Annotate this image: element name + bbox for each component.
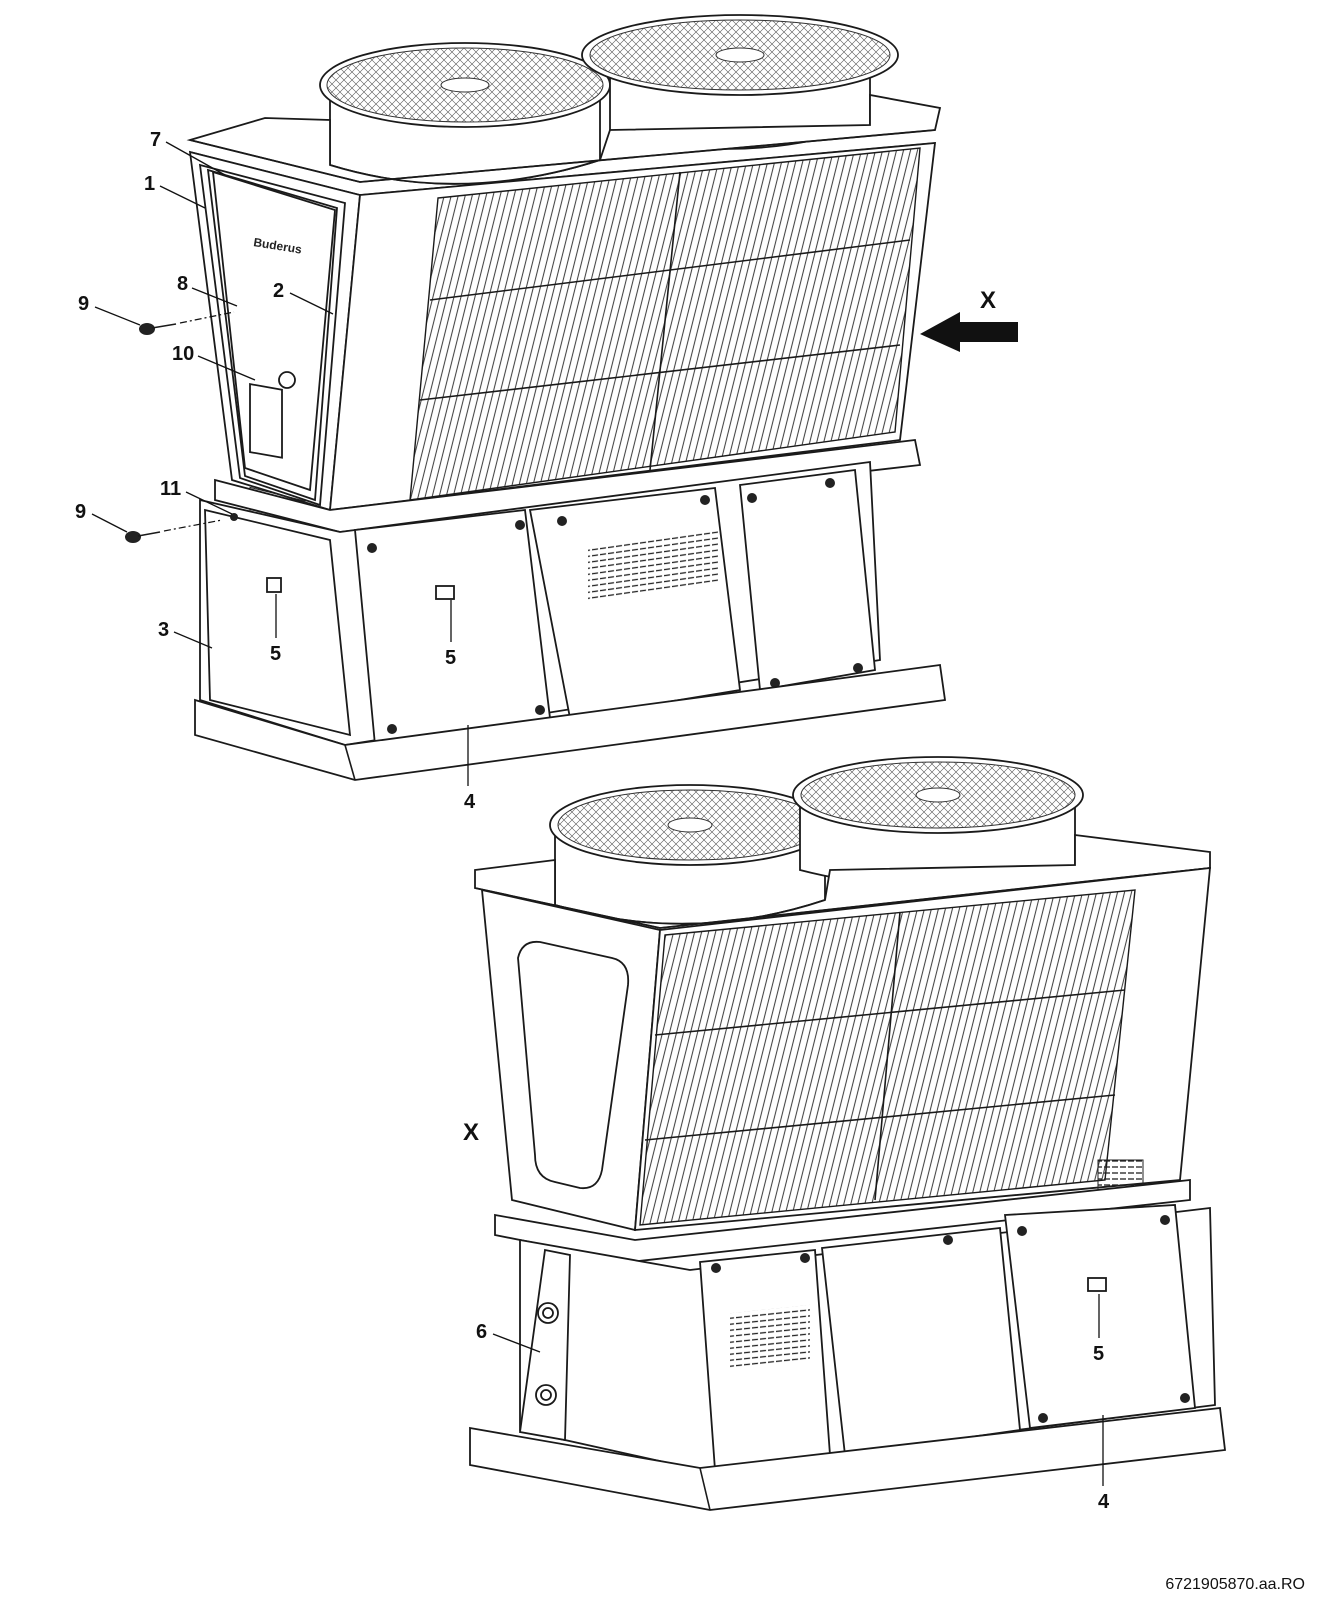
callout-x: X (980, 287, 996, 314)
bottom-unit (469, 756, 1227, 1511)
screw-icon (139, 311, 235, 335)
main-switch (249, 383, 283, 459)
callout-3: 3 (158, 619, 169, 641)
handle-icon (435, 585, 455, 600)
inspection-window (517, 940, 630, 1190)
callouts-top: 7 1 8 2 9 10 11 9 3 5 5 4 X (75, 129, 996, 813)
callout-2: 2 (273, 280, 284, 302)
bottom-fan-left (549, 784, 831, 925)
screw-icon (125, 519, 223, 543)
callout-5: 5 (1093, 1343, 1104, 1365)
top-fan-left (319, 42, 611, 185)
front-panel-4 (1003, 1204, 1196, 1430)
callout-8: 8 (177, 273, 188, 295)
callout-1: 1 (144, 173, 155, 195)
figure-code: 6721905870.aa.RO (1165, 1576, 1305, 1593)
callout-5: 5 (270, 643, 281, 665)
handle-icon (1087, 1277, 1107, 1292)
callouts-bottom: X 6 5 4 (463, 1119, 1110, 1513)
view-direction-arrow-icon (920, 312, 1018, 352)
callout-7: 7 (150, 129, 161, 151)
front-panel-4 (354, 509, 551, 747)
callout-4: 4 (1098, 1491, 1110, 1513)
handle-icon (266, 577, 282, 593)
callout-x: X (463, 1119, 479, 1146)
callout-10: 10 (172, 343, 194, 365)
callout-5: 5 (445, 647, 456, 669)
callout-11: 11 (160, 478, 181, 500)
control-panel-door (211, 170, 336, 492)
callout-6: 6 (476, 1321, 487, 1343)
callout-9: 9 (78, 293, 89, 315)
side-panel-3 (204, 508, 352, 737)
callout-4: 4 (464, 791, 476, 813)
top-unit: Buderus (125, 14, 1018, 781)
callout-9: 9 (75, 501, 86, 523)
side-panel-6 (518, 1248, 571, 1442)
